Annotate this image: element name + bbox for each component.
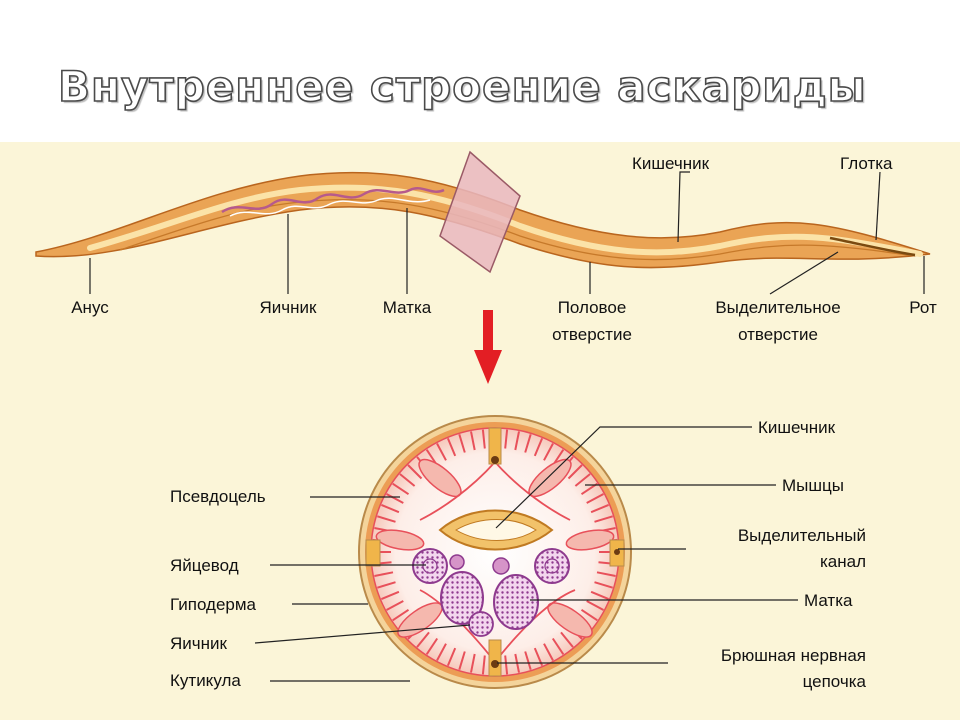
cut-plane-icon bbox=[439, 150, 521, 274]
label-pseudocoel: Псевдоцель bbox=[170, 487, 266, 506]
muscle-fiber bbox=[392, 608, 410, 622]
muscle-fiber bbox=[386, 600, 404, 611]
muscle-fiber bbox=[574, 473, 591, 487]
muscle-fiber bbox=[407, 464, 423, 480]
label-uterus-top: Матка bbox=[382, 298, 432, 317]
muscle-fiber bbox=[374, 571, 394, 577]
label-excretory-canal-1: Выделительный bbox=[737, 526, 866, 545]
page-title: Внутреннее строение аскариды bbox=[57, 61, 867, 112]
section-leader-lines bbox=[254, 426, 798, 682]
cross-section bbox=[358, 415, 632, 689]
label-intestine-top: Кишечник bbox=[632, 154, 710, 173]
muscle-fiber bbox=[392, 482, 410, 496]
muscle-fiber bbox=[436, 443, 447, 461]
muscle-fiber bbox=[446, 647, 457, 666]
label-nerve-cord-1: Брюшная нервная bbox=[720, 646, 866, 665]
muscle-fiber bbox=[446, 438, 457, 457]
muscle-fiber bbox=[590, 503, 609, 514]
label-nerve-cord-2: цепочка bbox=[802, 672, 866, 691]
muscle-fiber bbox=[524, 651, 532, 670]
label-excretory-opening-2: отверстие bbox=[738, 325, 818, 344]
muscle-fiber bbox=[377, 581, 396, 589]
muscle-fiber bbox=[596, 571, 616, 577]
muscle-fiber bbox=[586, 600, 604, 611]
muscle-fiber bbox=[580, 608, 598, 622]
muscle-fiber bbox=[543, 443, 554, 461]
label-muscles: Мышцы bbox=[782, 476, 844, 495]
muscle-fiber bbox=[586, 493, 604, 504]
muscle-fiber bbox=[458, 651, 466, 670]
muscle-fiber bbox=[436, 643, 447, 661]
muscle-fiber bbox=[425, 637, 439, 655]
muscle-fiber bbox=[504, 655, 509, 675]
muscle-fiber bbox=[594, 581, 613, 589]
worm-leader-lines bbox=[89, 171, 925, 295]
muscle-fiber bbox=[514, 431, 520, 451]
label-genital-opening-2: отверстие bbox=[552, 325, 632, 344]
label-ovary-top: Яичник bbox=[259, 298, 317, 317]
down-arrow-icon bbox=[474, 310, 502, 384]
label-oviduct: Яйцевод bbox=[170, 556, 239, 575]
muscle-fiber bbox=[543, 643, 554, 661]
label-genital-opening-1: Половое bbox=[557, 298, 627, 317]
muscle-fiber bbox=[416, 631, 430, 648]
muscle-fiber bbox=[567, 464, 583, 480]
muscle-fiber bbox=[470, 653, 476, 673]
muscle-fiber bbox=[590, 590, 609, 601]
muscle-fiber bbox=[377, 515, 396, 523]
muscle-fiber bbox=[533, 438, 544, 457]
label-excretory-canal-2: канал bbox=[819, 552, 866, 571]
muscle-fiber bbox=[470, 431, 476, 451]
muscle-fiber bbox=[481, 655, 486, 675]
label-mouth: Рот bbox=[909, 298, 937, 317]
muscle-fiber bbox=[504, 429, 509, 449]
muscle-fiber bbox=[594, 515, 613, 523]
muscle-fiber bbox=[551, 637, 565, 655]
muscle-fiber bbox=[386, 493, 404, 504]
muscle-fiber bbox=[399, 473, 416, 487]
muscle-fiber bbox=[381, 503, 400, 514]
label-ovary: Яичник bbox=[170, 634, 227, 653]
label-cuticle: Кутикула bbox=[170, 671, 241, 690]
label-anus: Анус bbox=[71, 298, 109, 317]
muscle-fiber bbox=[381, 590, 400, 601]
label-pharynx: Глотка bbox=[840, 154, 893, 173]
label-hypodermis: Гиподерма bbox=[170, 595, 257, 614]
label-intestine: Кишечник bbox=[758, 418, 836, 437]
muscle-fiber bbox=[481, 429, 486, 449]
muscle-fiber bbox=[458, 434, 466, 453]
label-excretory-opening-1: Выделительное bbox=[715, 298, 841, 317]
muscle-fiber bbox=[560, 631, 574, 648]
label-uterus: Матка bbox=[804, 591, 853, 610]
muscle-fiber bbox=[524, 434, 532, 453]
